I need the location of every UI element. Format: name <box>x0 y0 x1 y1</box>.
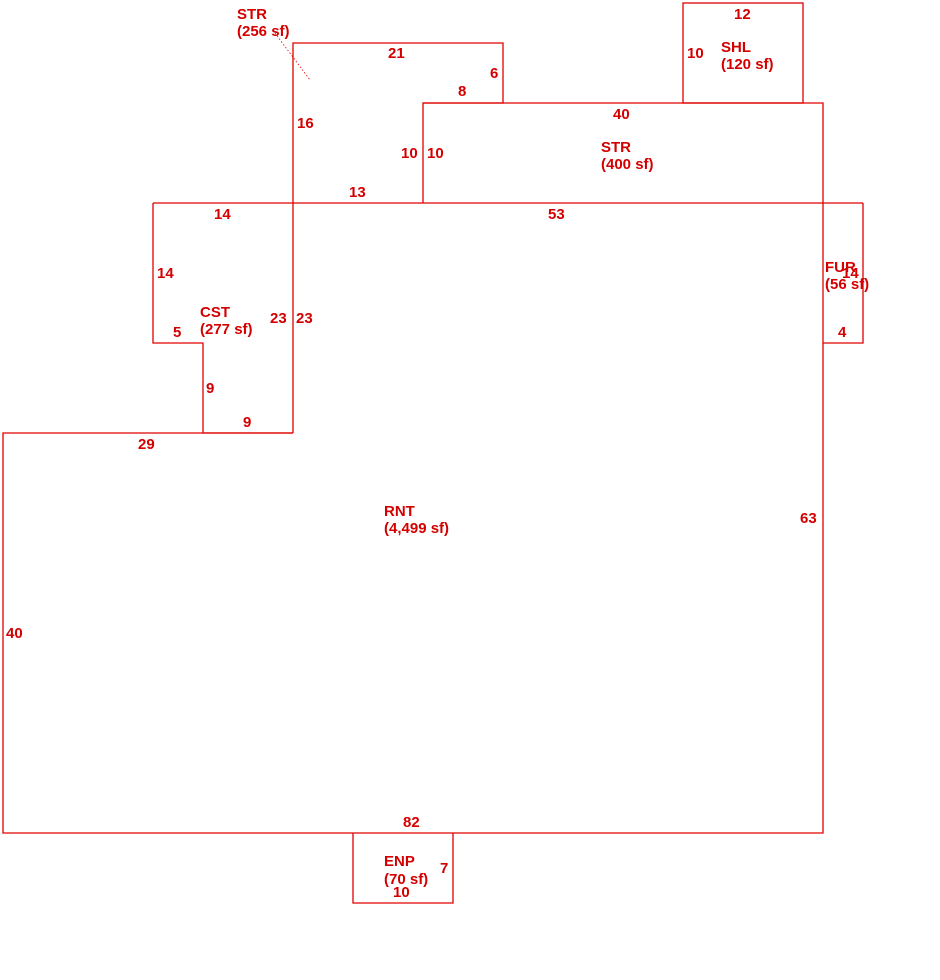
dim-enp-bottom: 10 <box>393 884 410 901</box>
dim-str-main-left: 10 <box>427 145 444 162</box>
shl-code: SHL <box>721 39 751 56</box>
dim-cst-left: 14 <box>157 265 174 282</box>
cst-size: (277 sf) <box>200 321 253 338</box>
rnt-size: (4,499 sf) <box>384 520 449 537</box>
rnt-outline <box>2 203 824 834</box>
dim-rnt-upper-left: 23 <box>296 310 313 327</box>
dim-str-upper-notch-right: 6 <box>490 65 498 82</box>
dim-cst-right: 23 <box>270 310 287 327</box>
area-labels: STR (256 sf) SHL (120 sf) STR (400 sf) C… <box>200 6 869 888</box>
str-upper-leader <box>274 32 311 81</box>
shl-size: (120 sf) <box>721 56 774 73</box>
dim-shl-top: 12 <box>734 6 751 23</box>
dim-cst-top: 14 <box>214 206 231 223</box>
dim-enp-right: 7 <box>440 860 448 877</box>
str-upper-outline <box>292 42 504 203</box>
dim-cst-bottom: 9 <box>243 414 251 431</box>
str-main-size: (400 sf) <box>601 156 654 173</box>
dim-cst-step-side: 9 <box>206 380 214 397</box>
enp-code: ENP <box>384 853 415 870</box>
dim-str-main-bottom: 53 <box>548 206 565 223</box>
dim-str-main-top: 40 <box>613 106 630 123</box>
dim-rnt-left: 40 <box>6 625 23 642</box>
dim-fur-bottom: 4 <box>838 324 847 341</box>
dim-shl-left: 10 <box>687 45 704 62</box>
outline-layer <box>2 2 864 904</box>
dim-str-upper-bottom: 13 <box>349 184 366 201</box>
fur-code: FUR <box>825 259 856 276</box>
fur-outline <box>823 203 864 344</box>
dim-rnt-right: 63 <box>800 510 817 527</box>
str-main-outline <box>423 102 824 203</box>
dim-str-upper-top: 21 <box>388 45 405 62</box>
dim-cst-step-bottom: 5 <box>173 324 181 341</box>
cst-code: CST <box>200 304 230 321</box>
fur-size: (56 sf) <box>825 276 869 293</box>
str-upper-code: STR <box>237 6 267 23</box>
rnt-code: RNT <box>384 503 415 520</box>
str-upper-size: (256 sf) <box>237 23 290 40</box>
str-main-code: STR <box>601 139 631 156</box>
dim-fur-right: 14 <box>842 265 859 282</box>
enp-outline <box>352 833 454 904</box>
dim-rnt-bottom: 82 <box>403 814 420 831</box>
dim-str-upper-left: 16 <box>297 115 314 132</box>
enp-size: (70 sf) <box>384 871 428 888</box>
dim-str-upper-inner-right: 10 <box>401 145 418 162</box>
dimension-labels: 21 6 8 16 10 13 12 10 40 10 53 14 14 5 2… <box>6 6 859 901</box>
dim-str-upper-notch-bottom: 8 <box>458 83 466 100</box>
dim-rnt-top-left: 29 <box>138 436 155 453</box>
